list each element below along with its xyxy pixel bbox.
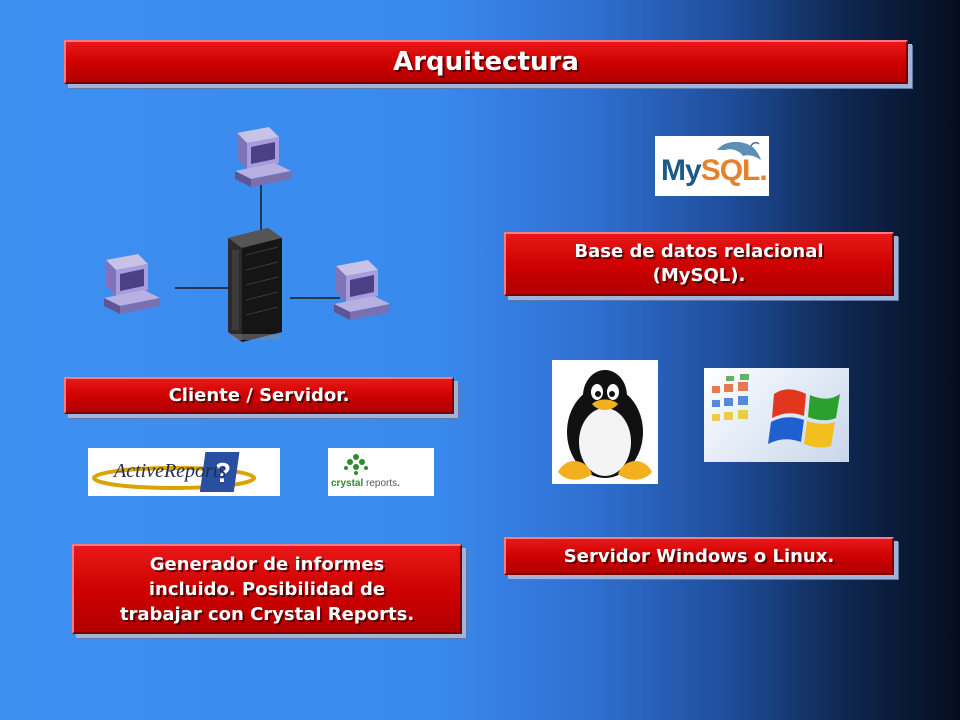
database-caption-line1: Base de datos relacional [574,241,824,262]
report-generator-line3: trabajar con Crystal Reports. [119,603,415,625]
report-generator-caption: Generador de informes incluido. Posibili… [72,544,462,634]
crystal-reports-wordmark: crystal reports. [331,478,400,489]
workstation-icon [235,127,291,187]
workstation-icon [104,254,160,314]
client-server-diagram [104,127,390,342]
report-generator-line2: incluido. Posibilidad de [148,578,386,600]
crystal-reports-icon [344,454,368,475]
windows-logo [704,368,849,462]
active-reports-icon: ? [92,452,256,492]
windows-flag-icon [712,374,840,448]
server-caption-text: Servidor Windows o Linux. [563,545,835,567]
client-server-caption-text: Cliente / Servidor. [168,385,350,406]
database-caption-line2: (MySQL). [652,265,746,286]
activereports-logo: ? ActiveReports [88,448,280,496]
crystal-reports-logo: crystal reports. [328,448,434,496]
report-generator-line1: Generador de informes [149,553,385,575]
client-server-caption: Cliente / Servidor. [64,377,454,414]
server-caption: Servidor Windows o Linux. [504,537,894,575]
tux-penguin-icon [558,370,652,480]
slide-title-text: Arquitectura [393,47,579,77]
database-caption: Base de datos relacional (MySQL). [504,232,894,296]
activereports-wordmark: ActiveReports [114,460,227,482]
slide-title: Arquitectura [64,40,908,84]
workstation-icon [334,260,390,320]
mysql-logo: MySQL. [655,136,769,196]
linux-logo [552,360,658,484]
server-tower-icon [228,228,282,342]
svg-text:?: ? [214,457,231,488]
mysql-dolphin-icon [717,141,761,160]
mysql-wordmark: MySQL. [661,154,768,187]
